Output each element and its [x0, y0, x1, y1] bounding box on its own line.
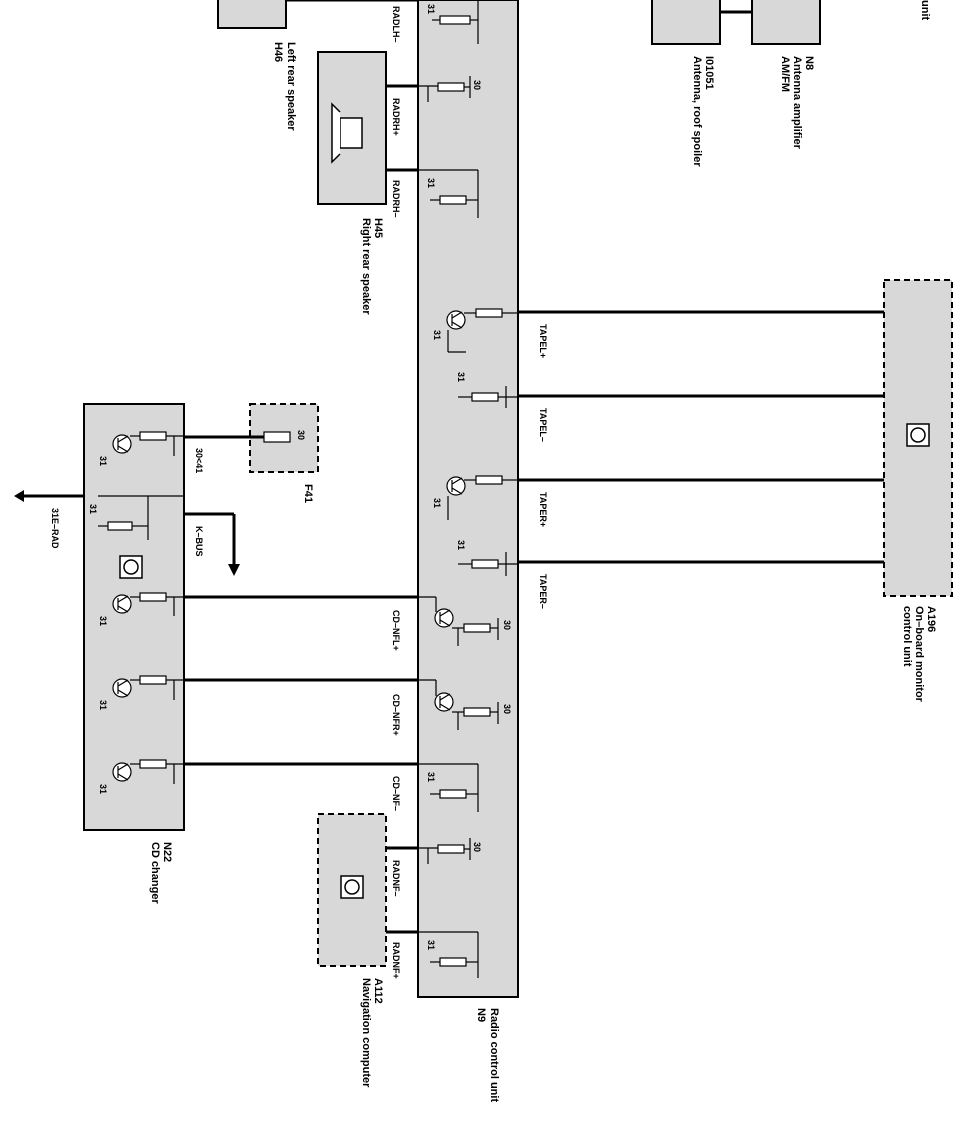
internal-circuit-radrh-plus: [418, 76, 471, 102]
signal-kbus: K–BUS: [194, 526, 204, 557]
signal-taper-plus: TAPER+: [538, 492, 548, 527]
antenna-amplifier-label: N8 Antenna amplifier AM/FM: [779, 56, 815, 150]
terminal-30-cd-nfr: 30: [502, 704, 512, 714]
signal-radnf-minus: RADNF–: [391, 860, 401, 897]
signal-taper-minus: TAPER–: [538, 574, 548, 609]
terminal-31-c: 31: [432, 330, 442, 340]
svg-text:A196: A196: [925, 606, 937, 632]
onboard-monitor-label: A196 On–board monitor control unit: [901, 606, 937, 703]
terminal-31-cd2: 31: [88, 504, 98, 514]
terminal-30-a: 30: [472, 80, 482, 90]
left-rear-speaker-label: H46 Left rear speaker: [272, 42, 297, 131]
internal-circuit-taper-plus: [446, 475, 518, 520]
signal-tapel-minus: TAPEL–: [538, 408, 548, 442]
ground-arrow-icon: [14, 490, 24, 502]
svg-text:Antenna, roof spoiler: Antenna, roof spoiler: [691, 56, 703, 167]
terminal-31-f: 31: [456, 540, 466, 550]
terminal-31-cd1: 31: [98, 456, 108, 466]
internal-circuit-cd-nfl: [418, 596, 499, 646]
navigation-computer-label: A112 Navigation computer: [360, 978, 384, 1088]
signal-radlh-minus: RADLH–: [391, 6, 401, 43]
terminal-31-cd-nf: 31: [426, 772, 436, 782]
cd-icon: [119, 555, 143, 579]
antenna-roof-box: [651, 0, 721, 45]
signal-radnf-plus: RADNF+: [391, 942, 401, 979]
navigation-icon: [340, 875, 364, 899]
radio-control-unit-box: [417, 0, 519, 998]
right-rear-speaker-label: H45 Right rear speaker: [360, 218, 384, 315]
fuse-icon: [263, 431, 291, 443]
svg-text:Antenna amplifier: Antenna amplifier: [791, 56, 803, 150]
internal-circuit-radnf-plus: [418, 931, 479, 978]
speaker-icon: [331, 102, 363, 164]
signal-cd-nfr-plus: CD–NFR+: [391, 694, 401, 736]
svg-text:N9: N9: [475, 1008, 487, 1022]
cd-changer-label: N22 CD changer: [149, 842, 173, 904]
radio-control-unit-label: N9 Radio control unit: [475, 1008, 500, 1102]
svg-text:I01051: I01051: [703, 56, 715, 90]
internal-circuit-taper-minus: [458, 552, 518, 576]
terminal-30-radnf: 30: [472, 842, 482, 852]
internal-circuit-tapel-plus: [446, 308, 518, 353]
svg-text:On–board monitor: On–board monitor: [913, 606, 925, 703]
signal-ground: 31E–RAD: [50, 508, 60, 549]
svg-text:Right rear speaker: Right rear speaker: [360, 218, 372, 315]
signal-supply: 30<41: [194, 448, 204, 473]
svg-text:A112: A112: [372, 978, 384, 1004]
terminal-30-cd-nfl: 30: [502, 620, 512, 630]
svg-text:Radio control unit: Radio control unit: [488, 1008, 500, 1102]
svg-text:CD changer: CD changer: [149, 842, 161, 904]
fuse-terminal-30: 30: [296, 430, 306, 440]
signal-tapel-plus: TAPEL+: [538, 324, 548, 358]
antenna-roof-label: I01051 Antenna, roof spoiler: [691, 56, 715, 167]
svg-text:H45: H45: [372, 218, 384, 238]
cd-changer-box: [83, 403, 185, 831]
terminal-31-e: 31: [432, 498, 442, 508]
internal-circuit-cd-nf-minus: [418, 763, 479, 812]
svg-text:N22: N22: [161, 842, 173, 862]
cd-internal-circuit-5: [112, 759, 184, 784]
fuse-label: F41: [302, 484, 314, 503]
signal-radrh-minus: RADRH–: [391, 180, 401, 218]
kbus-arrow-icon: [228, 564, 240, 576]
signal-radrh-plus: RADRH+: [391, 98, 401, 136]
svg-text:AM/FM: AM/FM: [779, 56, 791, 92]
terminal-31-radnf: 31: [426, 940, 436, 950]
internal-circuit-radnf-minus: [418, 838, 471, 864]
terminal-31-a: 31: [426, 4, 436, 14]
cd-internal-circuit-1: [112, 431, 184, 456]
svg-text:Navigation computer: Navigation computer: [360, 978, 372, 1088]
internal-circuit-radrh-minus: [418, 169, 479, 218]
signal-cd-nf-minus: CD–NF–: [391, 776, 401, 811]
svg-text:H46: H46: [272, 42, 284, 62]
internal-circuit-radlh: [432, 0, 479, 44]
svg-text:control unit: control unit: [901, 606, 913, 667]
internal-circuit-tapel-minus: [458, 386, 518, 408]
cd-internal-circuit-3: [112, 592, 184, 616]
terminal-31-cd5: 31: [98, 784, 108, 794]
svg-text:N8: N8: [803, 56, 815, 70]
left-rear-speaker-box: [217, 0, 287, 29]
terminal-31-b: 31: [426, 178, 436, 188]
internal-circuit-cd-nfr: [418, 679, 499, 730]
signal-cd-nfl-plus: CD–NFL+: [391, 610, 401, 651]
cd-internal-circuit-4: [112, 675, 184, 700]
terminal-31-cd4: 31: [98, 700, 108, 710]
terminal-31-d: 31: [456, 372, 466, 382]
antenna-amplifier-box: [751, 0, 821, 45]
monitor-icon: [906, 423, 930, 447]
cd-internal-circuit-2: [98, 495, 184, 540]
terminal-31-cd3: 31: [98, 616, 108, 626]
top-unit-label-fragment: unit: [919, 0, 931, 20]
svg-text:Left rear speaker: Left rear speaker: [285, 42, 297, 131]
